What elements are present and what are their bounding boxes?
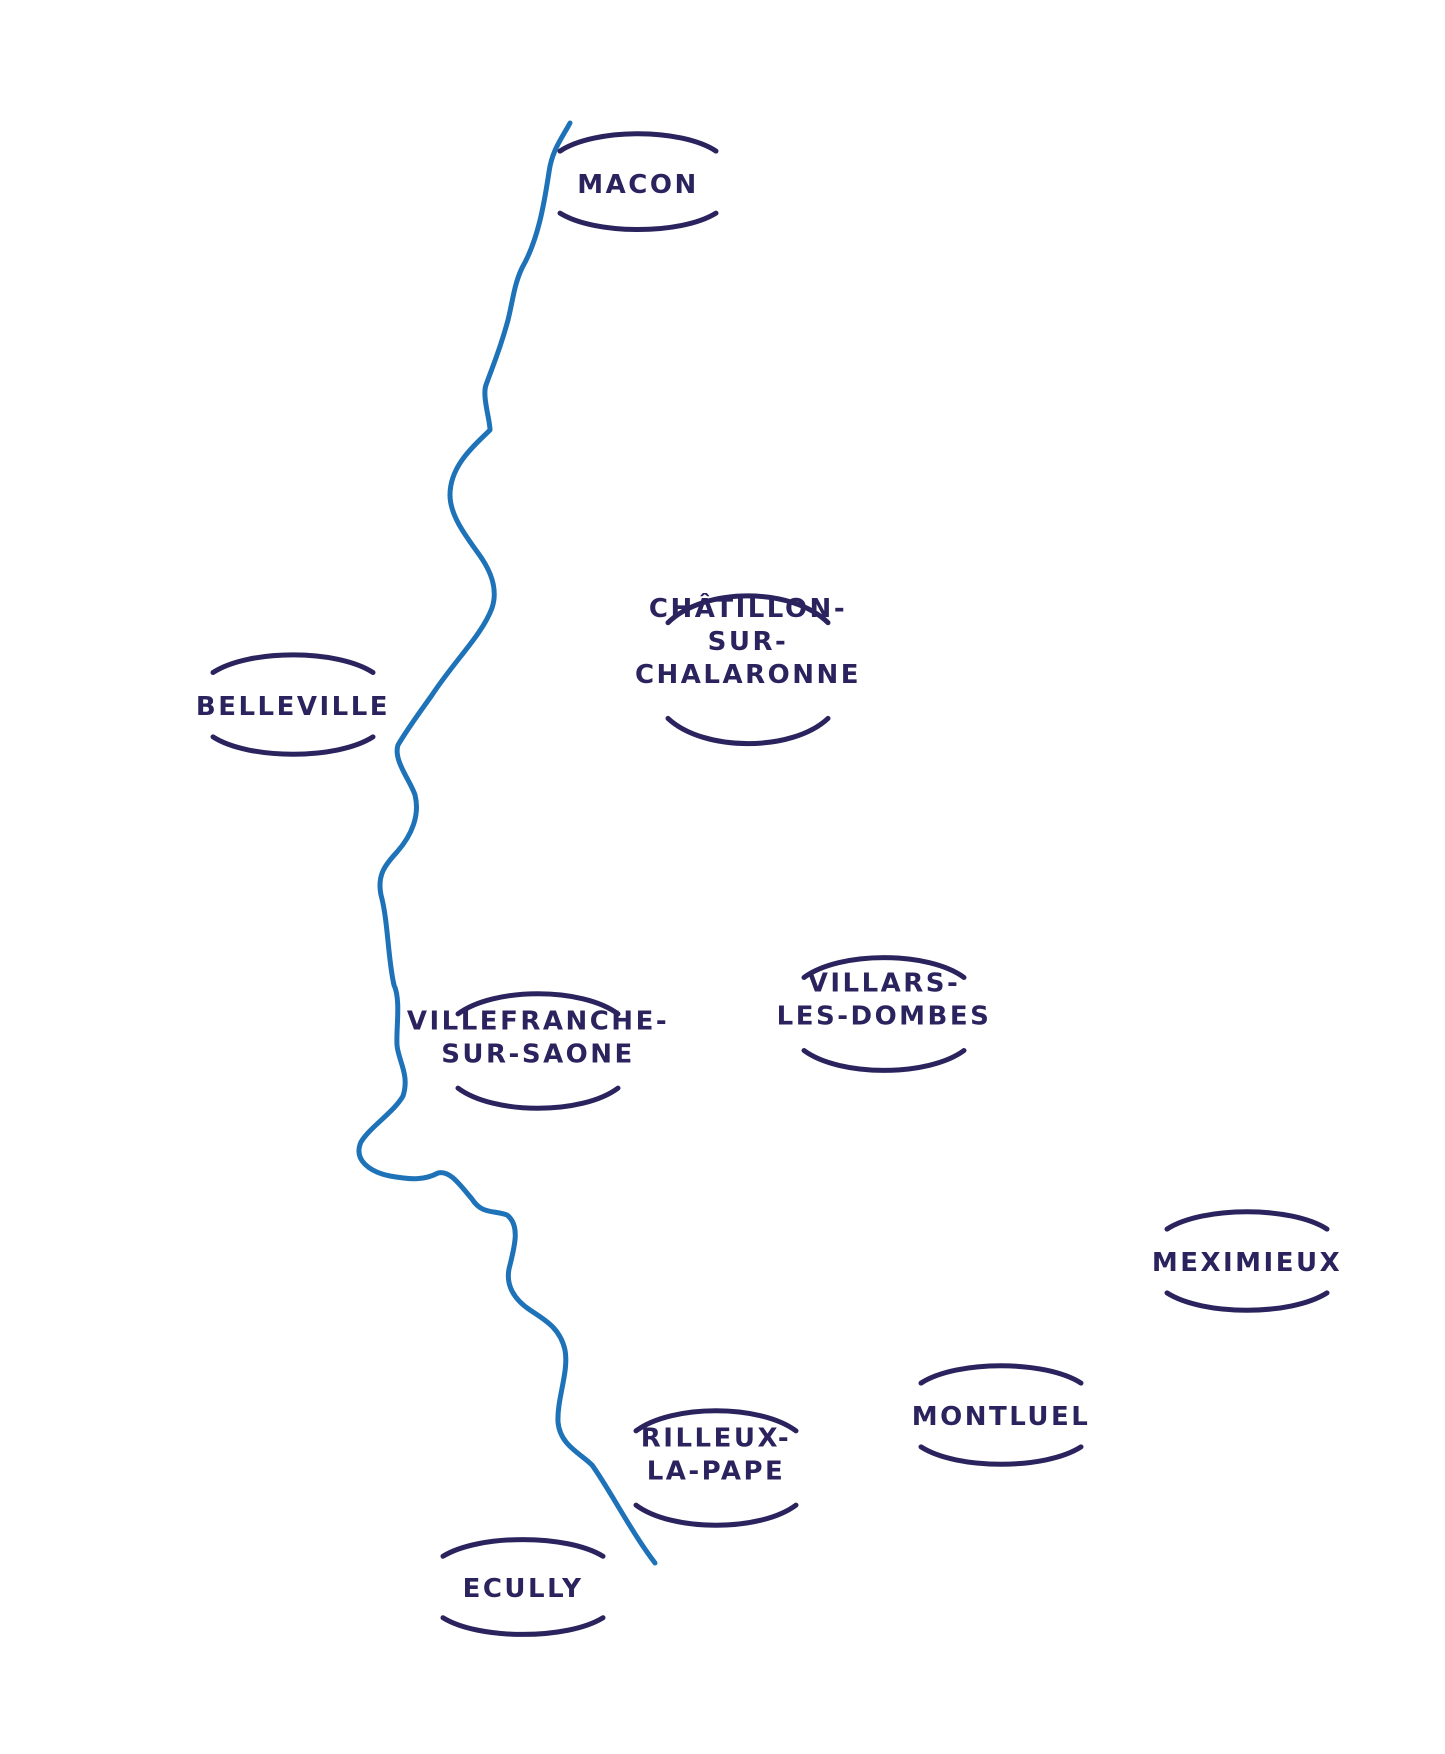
town-arc-top [210, 652, 376, 676]
town-label-belleville: BELLEVILLE [196, 692, 390, 722]
town-label-montluel: MONTLUEL [912, 1402, 1091, 1432]
town-label-line: MACON [577, 170, 698, 200]
town-arc-top [557, 131, 719, 154]
town-marker-ecully: ECULLY [440, 1537, 606, 1637]
town-label-line: CHALARONNE [635, 660, 861, 690]
town-arc-top [633, 1408, 799, 1434]
town-marker-belleville: BELLEVILLE [196, 652, 390, 757]
town-marker-villefranche-sur-saone: VILLEFRANCHE-SUR-SAONE [407, 991, 669, 1111]
town-label-macon: MACON [577, 170, 698, 200]
town-label-line: LA-PAPE [647, 1457, 786, 1487]
town-label-line: SUR- [708, 627, 789, 657]
town-label-line: MEXIMIEUX [1152, 1248, 1342, 1278]
town-marker-montluel: MONTLUEL [912, 1363, 1091, 1467]
town-marker-chatillon-sur-chalaronne: CHÂTILLON-SUR-CHALARONNE [635, 592, 861, 747]
town-label-villars-les-dombes: VILLARS-LES-DOMBES [777, 969, 992, 1032]
town-label-line: RILLEUX- [641, 1424, 791, 1454]
town-arc-bottom [633, 1502, 799, 1528]
town-label-chatillon-sur-chalaronne: CHÂTILLON-SUR-CHALARONNE [635, 592, 861, 690]
town-marker-meximieux: MEXIMIEUX [1152, 1209, 1342, 1313]
town-label-ecully: ECULLY [463, 1574, 584, 1604]
town-label-line: MONTLUEL [912, 1402, 1091, 1432]
town-label-line: SUR-SAONE [441, 1040, 635, 1070]
town-label-line: ECULLY [463, 1574, 584, 1604]
town-arc-bottom [665, 715, 831, 747]
town-label-line: BELLEVILLE [196, 692, 390, 722]
town-label-villefranche-sur-saone: VILLEFRANCHE-SUR-SAONE [407, 1007, 669, 1070]
towns-layer: MACON BELLEVILLE CHÂTILLON-SUR-CHALARONNE V… [196, 131, 1342, 1637]
town-label-rilleux-la-pape: RILLEUX-LA-PAPE [641, 1424, 791, 1487]
town-label-line: VILLARS- [808, 969, 961, 999]
town-arc-bottom [210, 734, 376, 757]
town-arc-top [801, 955, 967, 980]
town-arc-top [455, 991, 621, 1017]
town-label-meximieux: MEXIMIEUX [1152, 1248, 1342, 1278]
town-label-line: LES-DOMBES [777, 1002, 992, 1032]
town-arc-bottom [455, 1085, 621, 1111]
town-arc-top [440, 1537, 606, 1559]
river-line [356, 120, 658, 1566]
town-marker-villars-les-dombes: VILLARS-LES-DOMBES [777, 955, 992, 1073]
town-arc-top [918, 1363, 1084, 1386]
town-arc-bottom [1164, 1290, 1330, 1313]
town-arc-bottom [801, 1048, 967, 1073]
town-arc-bottom [557, 210, 719, 232]
town-arc-top [1164, 1209, 1330, 1232]
town-label-line: VILLEFRANCHE- [407, 1007, 669, 1037]
town-label-line: CHÂTILLON- [649, 592, 847, 624]
town-marker-rilleux-la-pape: RILLEUX-LA-PAPE [633, 1408, 799, 1528]
town-arc-top [665, 593, 831, 626]
town-arc-bottom [440, 1615, 606, 1637]
town-marker-macon: MACON [557, 131, 719, 232]
town-arc-bottom [918, 1444, 1084, 1467]
